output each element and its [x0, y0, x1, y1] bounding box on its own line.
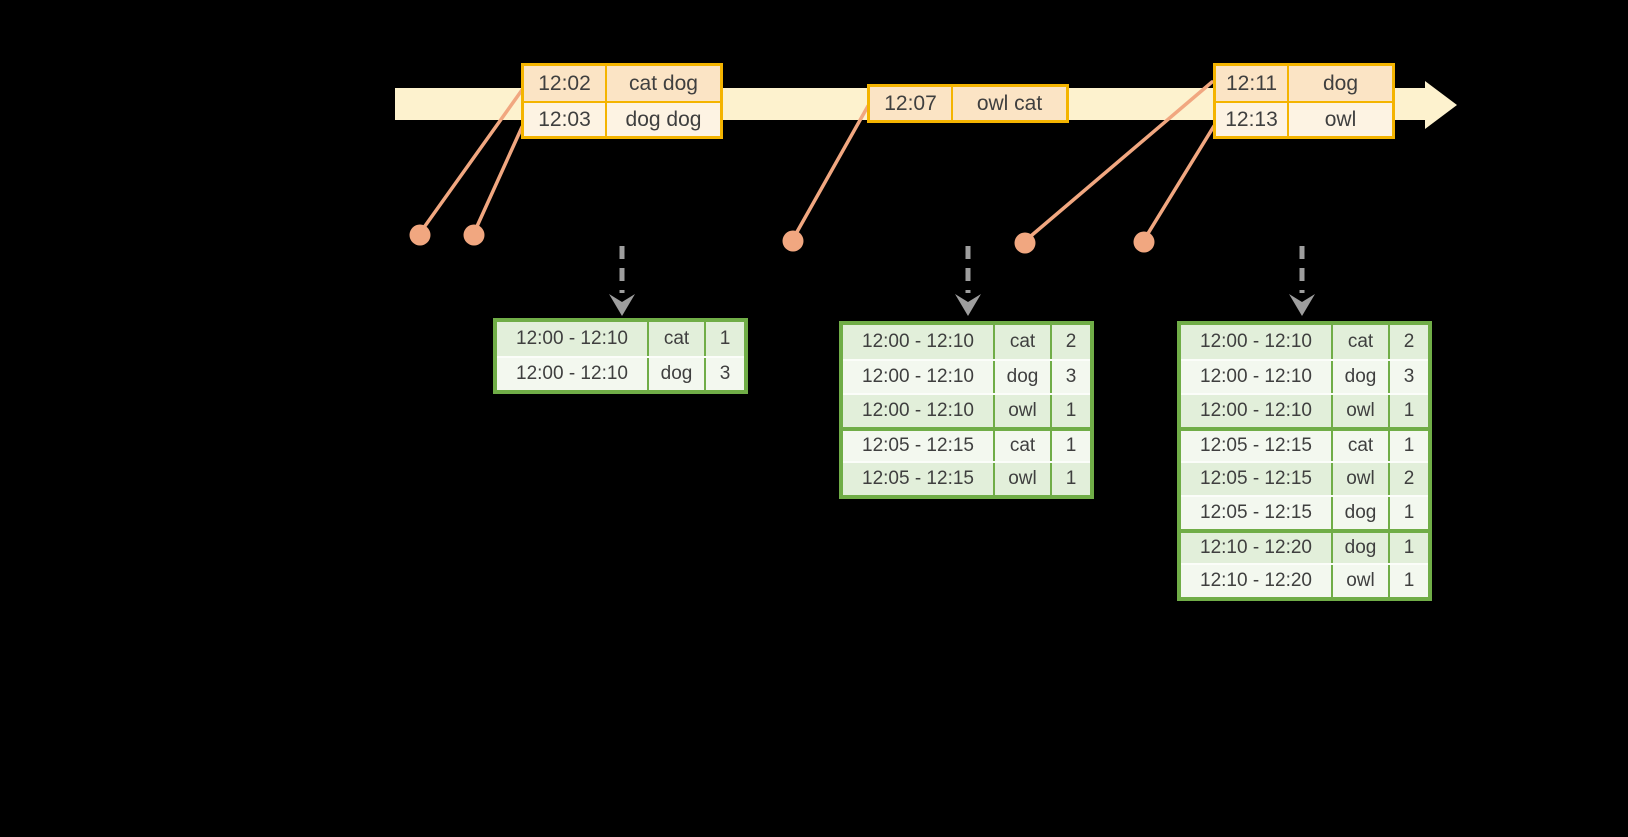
word-cell: owl: [1331, 463, 1388, 495]
window-cell: 12:00 - 12:10: [1181, 395, 1331, 427]
window-cell: 12:10 - 12:20: [1181, 565, 1331, 597]
event-time-cell: 12:13: [1216, 103, 1289, 136]
window-cell: 12:10 - 12:20: [1181, 533, 1331, 563]
window-cell: 12:00 - 12:10: [497, 358, 647, 390]
word-cell: dog: [1331, 533, 1388, 563]
event-time-cell: 12:11: [1216, 66, 1289, 101]
event-time-cell: 12:07: [870, 87, 953, 120]
count-cell: 1: [1388, 431, 1428, 461]
event-connector-line-2: [472, 125, 524, 235]
count-cell: 2: [1388, 463, 1428, 495]
word-cell: cat: [647, 322, 704, 356]
count-cell: 3: [704, 358, 744, 390]
word-cell: dog: [1331, 497, 1388, 529]
count-cell: 3: [1388, 361, 1428, 393]
window-cell: 12:05 - 12:15: [1181, 497, 1331, 529]
count-cell: 1: [704, 322, 744, 356]
event-words-cell: owl cat: [953, 87, 1066, 120]
count-cell: 3: [1050, 361, 1090, 393]
event-dot-2: [463, 224, 485, 246]
window-cell: 12:00 - 12:10: [843, 325, 993, 359]
word-cell: cat: [1331, 325, 1388, 359]
event-time-cell: 12:02: [524, 66, 607, 101]
count-cell: 2: [1050, 325, 1090, 359]
window-cell: 12:05 - 12:15: [843, 463, 993, 495]
word-cell: cat: [993, 325, 1050, 359]
word-cell: dog: [993, 361, 1050, 393]
event-connector-line-4: [1023, 80, 1214, 243]
trigger-arrow-head-2: [955, 294, 981, 316]
event-connector-line-1: [418, 88, 524, 235]
count-cell: 1: [1388, 395, 1428, 427]
event-words-cell: dog: [1289, 66, 1392, 101]
window-cell: 12:00 - 12:10: [1181, 361, 1331, 393]
event-words-cell: dog dog: [607, 103, 720, 136]
event-connector-line-5: [1142, 124, 1216, 242]
count-cell: 1: [1050, 463, 1090, 495]
window-cell: 12:05 - 12:15: [843, 431, 993, 461]
word-cell: dog: [1331, 361, 1388, 393]
event-dot-1: [409, 224, 431, 246]
window-cell: 12:00 - 12:10: [1181, 325, 1331, 359]
word-cell: owl: [993, 395, 1050, 427]
count-cell: 1: [1388, 565, 1428, 597]
count-cell: 2: [1388, 325, 1428, 359]
count-cell: 1: [1050, 431, 1090, 461]
word-cell: owl: [1331, 395, 1388, 427]
word-cell: cat: [993, 431, 1050, 461]
count-cell: 1: [1050, 395, 1090, 427]
event-connector-line-3: [791, 104, 870, 241]
event-words-cell: owl: [1289, 103, 1392, 136]
window-cell: 12:00 - 12:10: [843, 361, 993, 393]
window-cell: 12:00 - 12:10: [497, 322, 647, 356]
word-cell: owl: [993, 463, 1050, 495]
word-cell: dog: [647, 358, 704, 390]
word-cell: owl: [1331, 565, 1388, 597]
event-dot-5: [1133, 231, 1155, 253]
count-cell: 1: [1388, 533, 1428, 563]
event-time-cell: 12:03: [524, 103, 607, 136]
window-cell: 12:05 - 12:15: [1181, 463, 1331, 495]
event-dot-3: [782, 230, 804, 252]
trigger-arrow-head-1: [609, 294, 635, 316]
trigger-arrow-head-3: [1289, 294, 1315, 316]
event-dot-4: [1014, 232, 1036, 254]
window-cell: 12:05 - 12:15: [1181, 431, 1331, 461]
event-words-cell: cat dog: [607, 66, 720, 101]
word-cell: cat: [1331, 431, 1388, 461]
window-cell: 12:00 - 12:10: [843, 395, 993, 427]
count-cell: 1: [1388, 497, 1428, 529]
